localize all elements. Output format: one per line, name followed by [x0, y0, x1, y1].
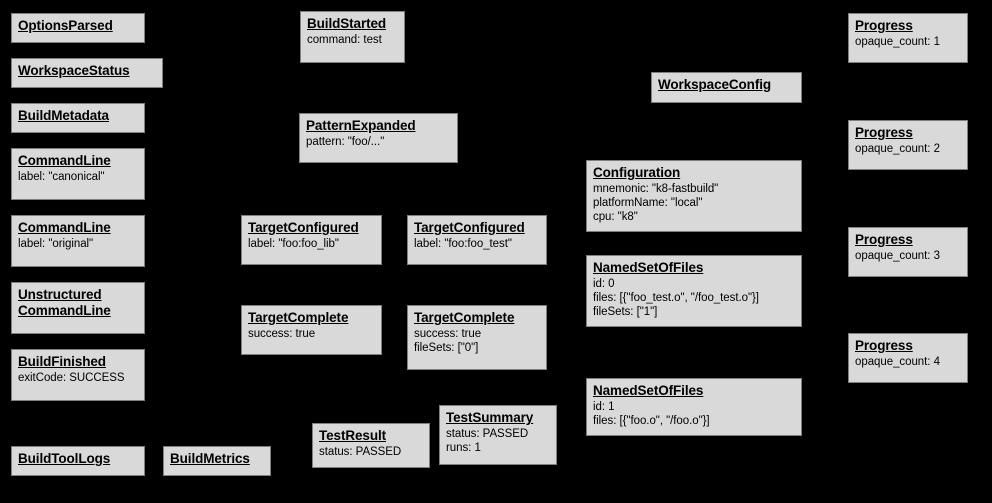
node-fields: label: "foo:foo_test": [414, 238, 512, 250]
node-fields: opaque_count: 2: [855, 143, 940, 155]
node-title: TestSummary: [446, 410, 534, 425]
node-title: Progress: [855, 338, 913, 353]
node-title: NamedSetOfFiles: [593, 383, 704, 398]
node-fields: status: PASSED: [319, 446, 402, 458]
node-title: PatternExpanded: [306, 118, 416, 133]
node-fields: mnemonic: "k8-fastbuild" platformName: "…: [593, 183, 719, 223]
node-workspace-status[interactable]: WorkspaceStatus: [11, 58, 163, 88]
node-title: WorkspaceStatus: [18, 63, 130, 78]
node-title: BuildMetadata: [18, 108, 109, 123]
node-target-complete-test[interactable]: TargetComplete success: true fileSets: ["…: [407, 305, 547, 370]
node-pattern-expanded[interactable]: PatternExpanded pattern: "foo/...": [299, 113, 458, 163]
node-build-metrics[interactable]: BuildMetrics: [163, 446, 271, 476]
node-target-complete-lib[interactable]: TargetComplete success: true: [241, 305, 382, 355]
node-title: TestResult: [319, 428, 387, 443]
node-fields: label: "original": [18, 238, 94, 250]
node-options-parsed[interactable]: OptionsParsed: [11, 13, 145, 43]
node-fields: id: 0 files: [{"foo_test.o", "/foo_test.…: [593, 278, 759, 318]
node-title: CommandLine: [18, 220, 111, 235]
node-fields: label: "foo:foo_lib": [248, 238, 339, 250]
node-progress-1[interactable]: Progress opaque_count: 1: [848, 13, 968, 63]
node-title: BuildFinished: [18, 354, 106, 369]
node-title: OptionsParsed: [18, 18, 113, 33]
node-unstructured-command-line[interactable]: Unstructured CommandLine: [11, 282, 145, 334]
node-title: BuildStarted: [307, 16, 387, 31]
node-title: Progress: [855, 125, 913, 140]
node-workspace-config[interactable]: WorkspaceConfig: [651, 72, 802, 103]
node-progress-4[interactable]: Progress opaque_count: 4: [848, 333, 968, 383]
node-build-started[interactable]: BuildStarted command: test: [300, 11, 405, 63]
node-title: NamedSetOfFiles: [593, 260, 704, 275]
node-build-metadata[interactable]: BuildMetadata: [11, 103, 145, 133]
node-title: Progress: [855, 232, 913, 247]
node-fields: opaque_count: 4: [855, 356, 940, 368]
node-fields: id: 1 files: [{"foo.o", "/foo.o"}]: [593, 401, 710, 427]
node-test-result[interactable]: TestResult status: PASSED: [312, 423, 430, 468]
node-progress-2[interactable]: Progress opaque_count: 2: [848, 120, 968, 170]
node-title: TargetConfigured: [248, 220, 359, 235]
node-title: Configuration: [593, 165, 681, 180]
node-title: Progress: [855, 18, 913, 33]
node-fields: success: true: [248, 328, 316, 340]
node-fields: opaque_count: 3: [855, 250, 940, 262]
node-fields: label: "canonical": [18, 171, 105, 183]
node-fields: opaque_count: 1: [855, 36, 940, 48]
node-fields: success: true fileSets: ["0"]: [414, 328, 482, 354]
node-title: TargetComplete: [248, 310, 349, 325]
node-build-finished[interactable]: BuildFinished exitCode: SUCCESS: [11, 349, 145, 401]
node-command-line-canonical[interactable]: CommandLine label: "canonical": [11, 148, 145, 200]
node-title: BuildToolLogs: [18, 451, 111, 466]
node-progress-3[interactable]: Progress opaque_count: 3: [848, 227, 968, 277]
node-title: BuildMetrics: [170, 451, 250, 466]
node-command-line-original[interactable]: CommandLine label: "original": [11, 215, 145, 267]
node-build-tool-logs[interactable]: BuildToolLogs: [11, 446, 145, 476]
node-title: TargetConfigured: [414, 220, 525, 235]
node-fields: status: PASSED runs: 1: [446, 428, 529, 454]
node-fields: exitCode: SUCCESS: [18, 372, 125, 384]
node-configuration[interactable]: Configuration mnemonic: "k8-fastbuild" pl…: [586, 160, 802, 232]
node-title: CommandLine: [18, 153, 111, 168]
node-target-configured-foo-lib[interactable]: TargetConfigured label: "foo:foo_lib": [241, 215, 382, 265]
node-fields: pattern: "foo/...": [306, 136, 385, 148]
node-named-set-of-files-0[interactable]: NamedSetOfFiles id: 0 files: [{"foo_test.…: [586, 255, 802, 327]
node-test-summary[interactable]: TestSummary status: PASSED runs: 1: [439, 405, 557, 465]
node-title: TargetComplete: [414, 310, 515, 325]
node-fields: command: test: [307, 34, 382, 46]
node-named-set-of-files-1[interactable]: NamedSetOfFiles id: 1 files: [{"foo.o", "…: [586, 378, 802, 436]
node-target-configured-foo-test[interactable]: TargetConfigured label: "foo:foo_test": [407, 215, 547, 265]
node-title: WorkspaceConfig: [658, 77, 772, 92]
node-title: Unstructured CommandLine: [18, 287, 111, 318]
